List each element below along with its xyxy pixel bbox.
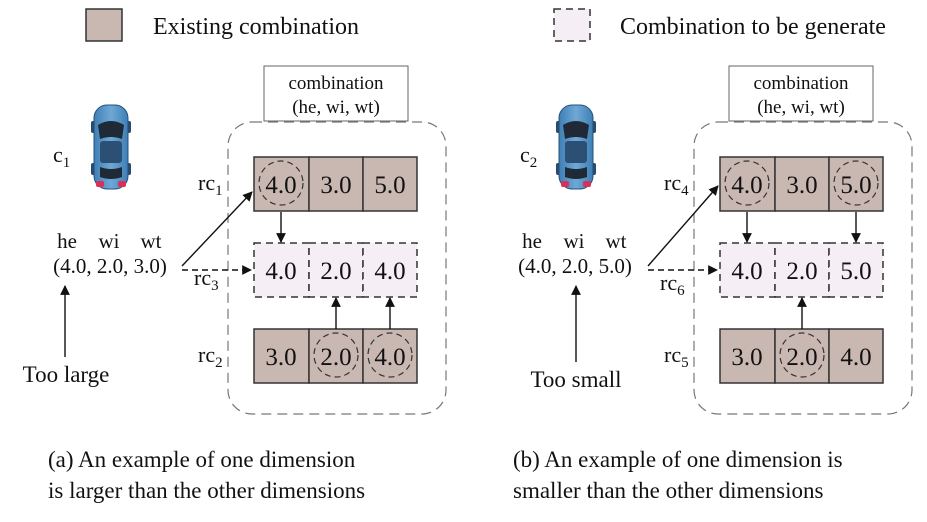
cell-value: 4.0 <box>840 344 871 371</box>
highlight-circle <box>258 160 304 206</box>
caption-a-line1: (a) An example of one dimension <box>48 447 356 472</box>
row-label-rc6: rc6 <box>660 270 685 299</box>
cell-value: 2.0 <box>786 258 817 285</box>
cell-value: 3.0 <box>786 172 817 199</box>
cell-value: 2.0 <box>786 344 817 371</box>
cell-value: 4.0 <box>374 258 405 285</box>
legend-generate-swatch <box>553 8 591 42</box>
cell-value: 4.0 <box>731 258 762 285</box>
note-text: Too large <box>23 362 110 387</box>
row-rc3: 4.0 2.0 4.0 <box>253 242 418 298</box>
caption-b-line2: smaller than the other dimensions <box>513 478 823 503</box>
combination-title: combination <box>289 73 384 94</box>
cell <box>362 242 418 298</box>
cell-value: 2.0 <box>320 258 351 285</box>
cell-value: 3.0 <box>265 344 296 371</box>
row-label-rc3: rc3 <box>194 265 219 294</box>
legend-generate-label: Combination to be generate <box>620 14 886 40</box>
highlight-circle <box>313 332 359 378</box>
cell <box>774 242 830 298</box>
cell <box>362 156 418 212</box>
cell <box>308 328 364 384</box>
combination-dims: (he, wi, wt) <box>292 97 380 118</box>
combination-group-frame <box>227 121 447 415</box>
cell <box>308 242 364 298</box>
cell <box>308 156 364 212</box>
combination-header-box <box>728 65 874 122</box>
dimension-header-he: he <box>57 229 77 253</box>
cell <box>719 156 776 212</box>
car-label: c1 <box>53 142 70 171</box>
input-values: (4.0, 2.0, 3.0) <box>53 254 167 278</box>
cell <box>828 242 884 298</box>
dimension-header-wi: wi <box>564 229 585 253</box>
cell <box>253 242 310 298</box>
cell <box>362 328 418 384</box>
legend: Existing combination Combination to be g… <box>85 8 886 42</box>
cell <box>828 156 884 212</box>
row-rc6: 4.0 2.0 5.0 <box>719 242 884 298</box>
cell-value: 4.0 <box>265 258 296 285</box>
cell <box>253 328 310 384</box>
cell <box>719 242 776 298</box>
legend-existing-swatch <box>85 8 123 42</box>
caption-a-line2: is larger than the other dimensions <box>48 478 365 503</box>
cell <box>719 328 776 384</box>
combination-dims: (he, wi, wt) <box>757 97 845 118</box>
arrow-input-to-rc4 <box>647 185 719 267</box>
cell-value: 4.0 <box>265 172 296 199</box>
arrow-input-to-rc1 <box>181 191 253 267</box>
legend-existing-label: Existing combination <box>153 14 359 40</box>
panel-b: c2 combination (he, wi, wt) he wi wt (4.… <box>513 65 913 503</box>
highlight-circle <box>779 332 825 378</box>
cell-value: 5.0 <box>840 258 871 285</box>
dimension-header-he: he <box>522 229 542 253</box>
caption-b-line1: (b) An example of one dimension is <box>513 447 843 472</box>
highlight-circle <box>367 332 413 378</box>
cell-value: 5.0 <box>840 172 871 199</box>
row-label-rc5: rc5 <box>664 342 689 371</box>
note-text: Too small <box>530 367 621 392</box>
row-rc4: 4.0 3.0 5.0 <box>719 156 884 212</box>
row-rc2: 3.0 2.0 4.0 <box>253 328 418 384</box>
cell-value: 3.0 <box>731 344 762 371</box>
row-rc5: 3.0 2.0 4.0 <box>719 328 884 384</box>
row-rc1: 4.0 3.0 5.0 <box>253 156 418 212</box>
cell <box>774 156 830 212</box>
car-icon <box>556 104 596 190</box>
row-label-rc1: rc1 <box>198 170 223 199</box>
input-values: (4.0, 2.0, 5.0) <box>518 254 632 278</box>
cell-value: 4.0 <box>731 172 762 199</box>
cell-value: 5.0 <box>374 172 405 199</box>
dimension-header-wt: wt <box>606 229 627 253</box>
row-label-rc4: rc4 <box>664 170 689 199</box>
row-label-rc2: rc2 <box>198 342 223 371</box>
dimension-header-wt: wt <box>141 229 162 253</box>
cell <box>828 328 884 384</box>
panel-a: c1 combination (he, wi, wt) he wi wt (4.… <box>23 65 447 503</box>
combination-title: combination <box>754 73 849 94</box>
combination-header-box <box>263 65 409 122</box>
cell-value: 2.0 <box>320 344 351 371</box>
highlight-circle <box>724 160 770 206</box>
dimension-header-wi: wi <box>99 229 120 253</box>
highlight-circle <box>833 160 879 206</box>
cell-value: 4.0 <box>374 344 405 371</box>
car-icon <box>91 104 131 190</box>
cell-value: 3.0 <box>320 172 351 199</box>
car-label: c2 <box>520 142 537 171</box>
combination-group-frame <box>693 121 913 415</box>
